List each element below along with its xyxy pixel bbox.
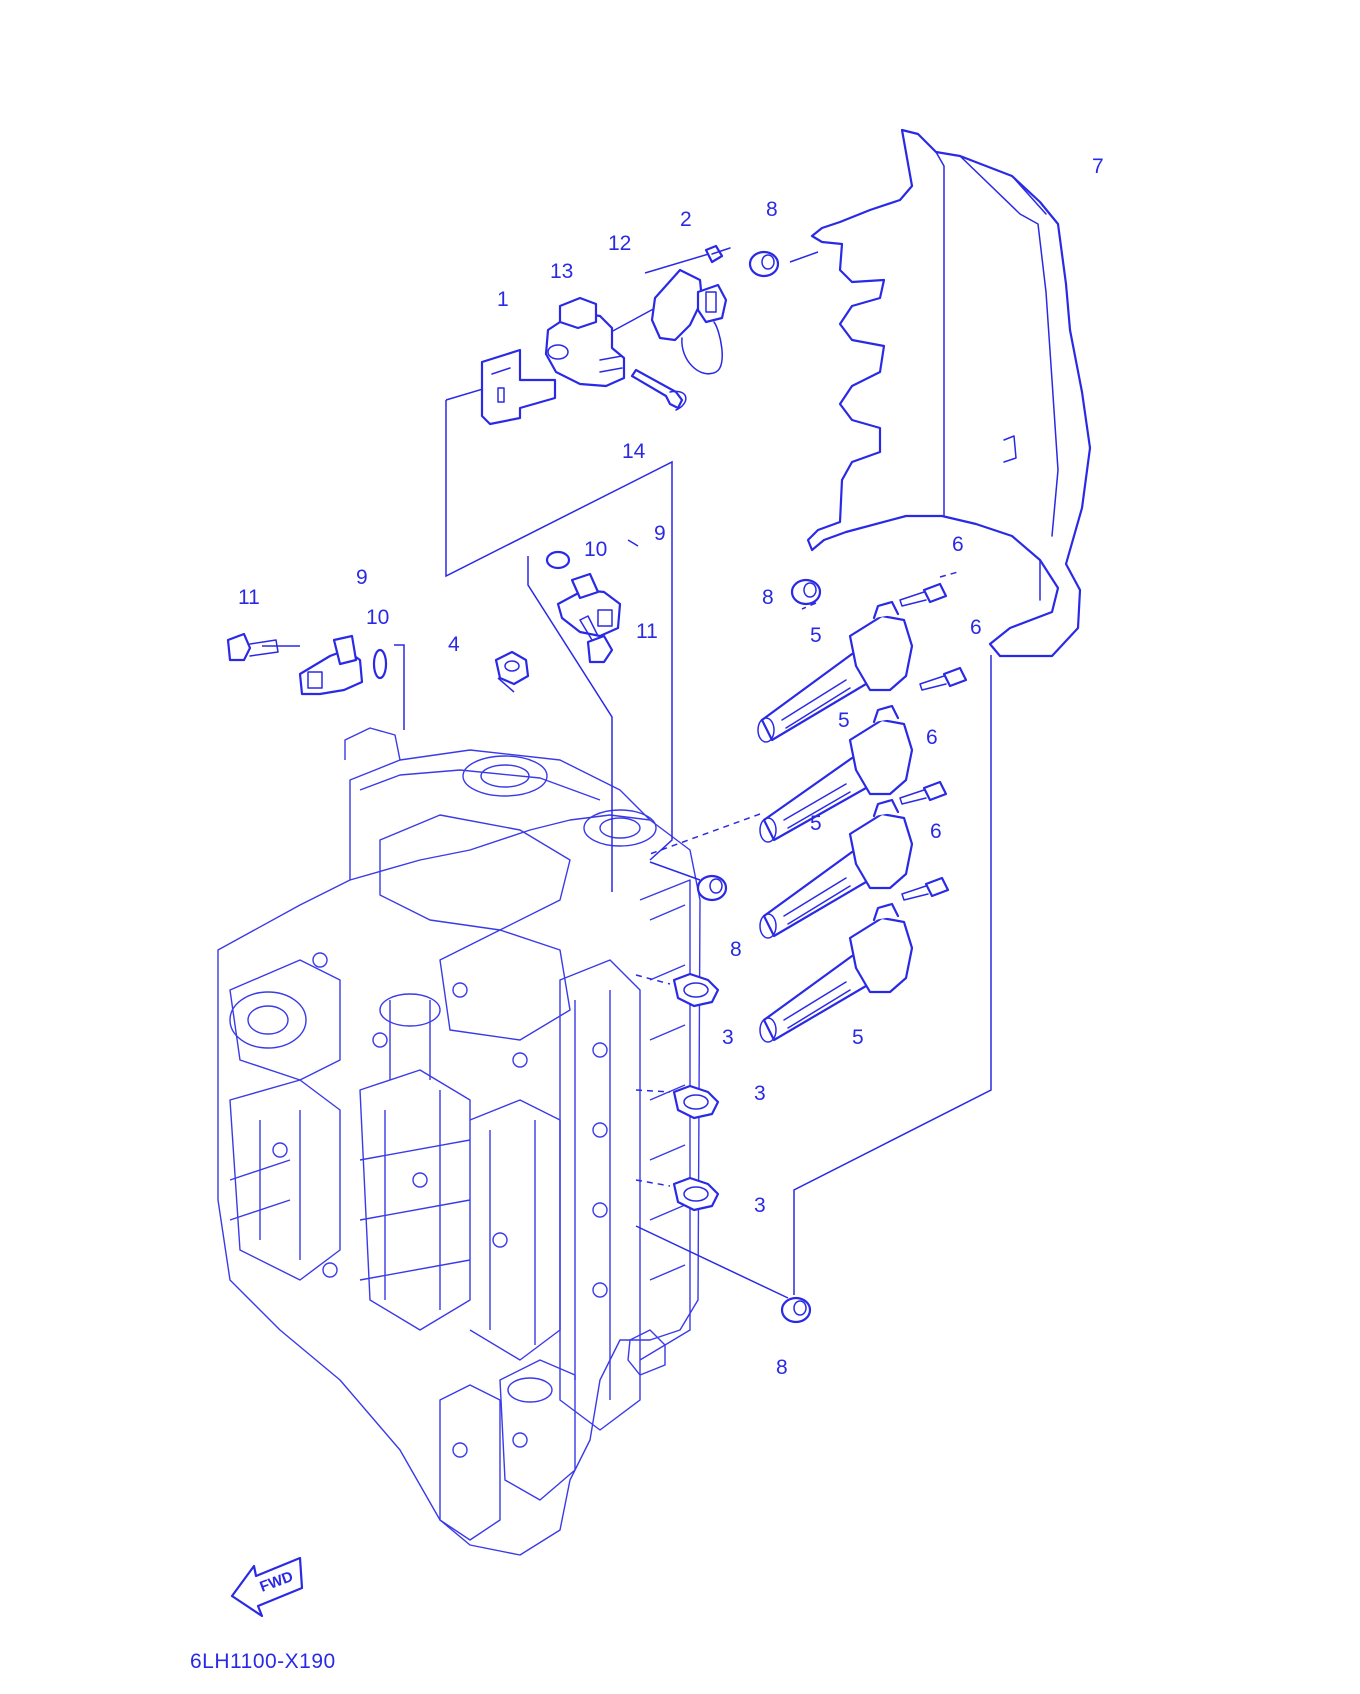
part-3-clamp-3[interactable] [672,1176,720,1212]
callout-10: 10 [584,538,607,561]
callout-4: 4 [448,633,460,656]
part-7-cover[interactable] [806,128,1092,658]
callout-14: 14 [622,440,646,463]
part-5-coil-2[interactable] [759,704,914,843]
part-6-bolt-3[interactable] [899,780,948,805]
part-1-bracket[interactable] [480,348,557,426]
callout-10: 10 [366,606,389,629]
fwd-arrow-icon: FWD [230,1556,304,1618]
part-8-grommet-mid[interactable] [790,578,822,606]
callout-6: 6 [926,726,938,749]
callout-8: 8 [776,1356,788,1379]
callout-6: 6 [930,820,942,843]
part-3-clamp-1[interactable] [672,972,720,1008]
callout-5: 5 [852,1026,864,1049]
part-11-bolt-right[interactable] [579,615,614,664]
part-8-grommet-lower[interactable] [696,874,728,902]
callout-3: 3 [722,1026,734,1049]
callout-6: 6 [952,533,964,556]
callout-5: 5 [810,812,822,835]
callouts: 1 2 3 3 3 4 5 5 5 5 6 6 6 6 7 8 8 8 8 9 … [238,155,1104,1379]
callout-8: 8 [766,198,778,221]
callout-6: 6 [970,616,982,639]
part-6-bolt-1[interactable] [899,582,948,607]
callout-13: 13 [550,260,573,283]
part-13-sensor[interactable] [544,296,626,388]
part-10-oring-left[interactable] [372,648,388,680]
part-4-clamp[interactable] [494,650,530,686]
callout-9: 9 [654,522,666,545]
part-5-coil-1[interactable] [757,600,914,743]
engine-block [217,727,701,1556]
callout-12: 12 [608,232,631,255]
callout-3: 3 [754,1194,766,1217]
part-2-screw[interactable] [704,244,731,264]
callout-2: 2 [680,208,692,231]
part-11-bolt-left[interactable] [226,632,279,662]
part-3-clamp-2[interactable] [672,1084,720,1120]
part-10-oring-right[interactable] [545,550,571,570]
part-12-sensor[interactable] [650,268,728,375]
callout-9: 9 [356,566,368,589]
callout-8: 8 [762,586,774,609]
callout-5: 5 [838,709,850,732]
part-8-grommet-top[interactable] [748,250,780,278]
part-5-coil-3[interactable] [759,798,914,939]
callout-11: 11 [636,620,658,643]
part-6-bolt-2[interactable] [919,666,968,691]
callout-8: 8 [730,938,742,961]
part-14-clip[interactable] [630,368,687,411]
part-8-grommet-bottom[interactable] [780,1296,812,1324]
part-9-sensor-right[interactable] [556,572,622,638]
part-6-bolt-4[interactable] [901,876,950,901]
diagram-code: 6LH1100-X190 [190,1650,336,1673]
leader-lines [262,251,992,1299]
part-5-coil-4[interactable] [759,902,914,1043]
callout-3: 3 [754,1082,766,1105]
part-9-sensor-left[interactable] [298,634,364,696]
callout-7: 7 [1092,155,1104,178]
callout-11: 11 [238,586,260,609]
callout-5: 5 [810,624,822,647]
callout-1: 1 [497,288,509,311]
